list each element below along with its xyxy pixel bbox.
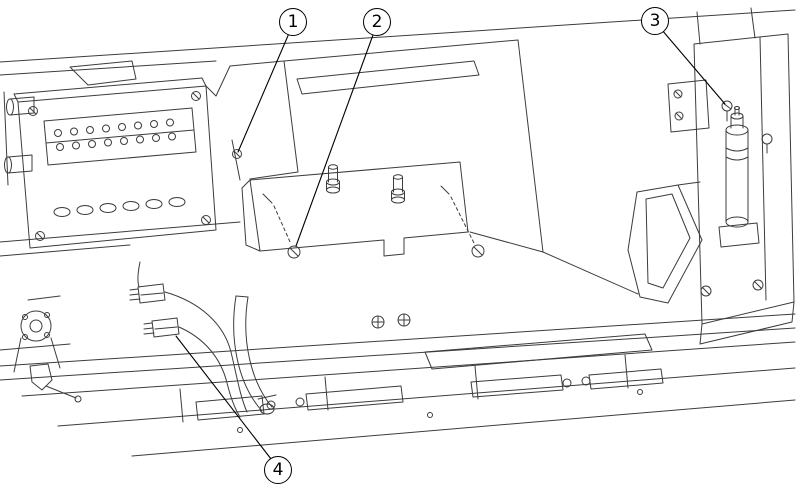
callout-4: 4 [264,456,292,484]
screw-callout-1-target [232,149,242,159]
right-motor-assembly [667,7,795,345]
leader-line-1 [237,23,294,153]
connector-callout-4-target [143,317,180,338]
callout-1: 1 [279,8,307,36]
cables-and-connectors [129,261,277,418]
center-cover [229,39,639,295]
deck-cross-screws [371,313,411,329]
base-rails [0,313,796,457]
right-chute [627,181,703,304]
leader-line-4 [175,335,279,469]
left-terminal-block-assembly [3,77,241,249]
screw-callout-2-target [287,245,301,259]
left-lower-motor [13,295,82,403]
callout-3: 3 [641,7,669,35]
callout-2: 2 [363,8,391,36]
center-mounting-bracket [232,149,485,259]
leader-lines [175,22,726,469]
machine-drawing [0,7,796,457]
leader-line-2 [295,23,378,247]
leader-line-3 [655,22,726,105]
